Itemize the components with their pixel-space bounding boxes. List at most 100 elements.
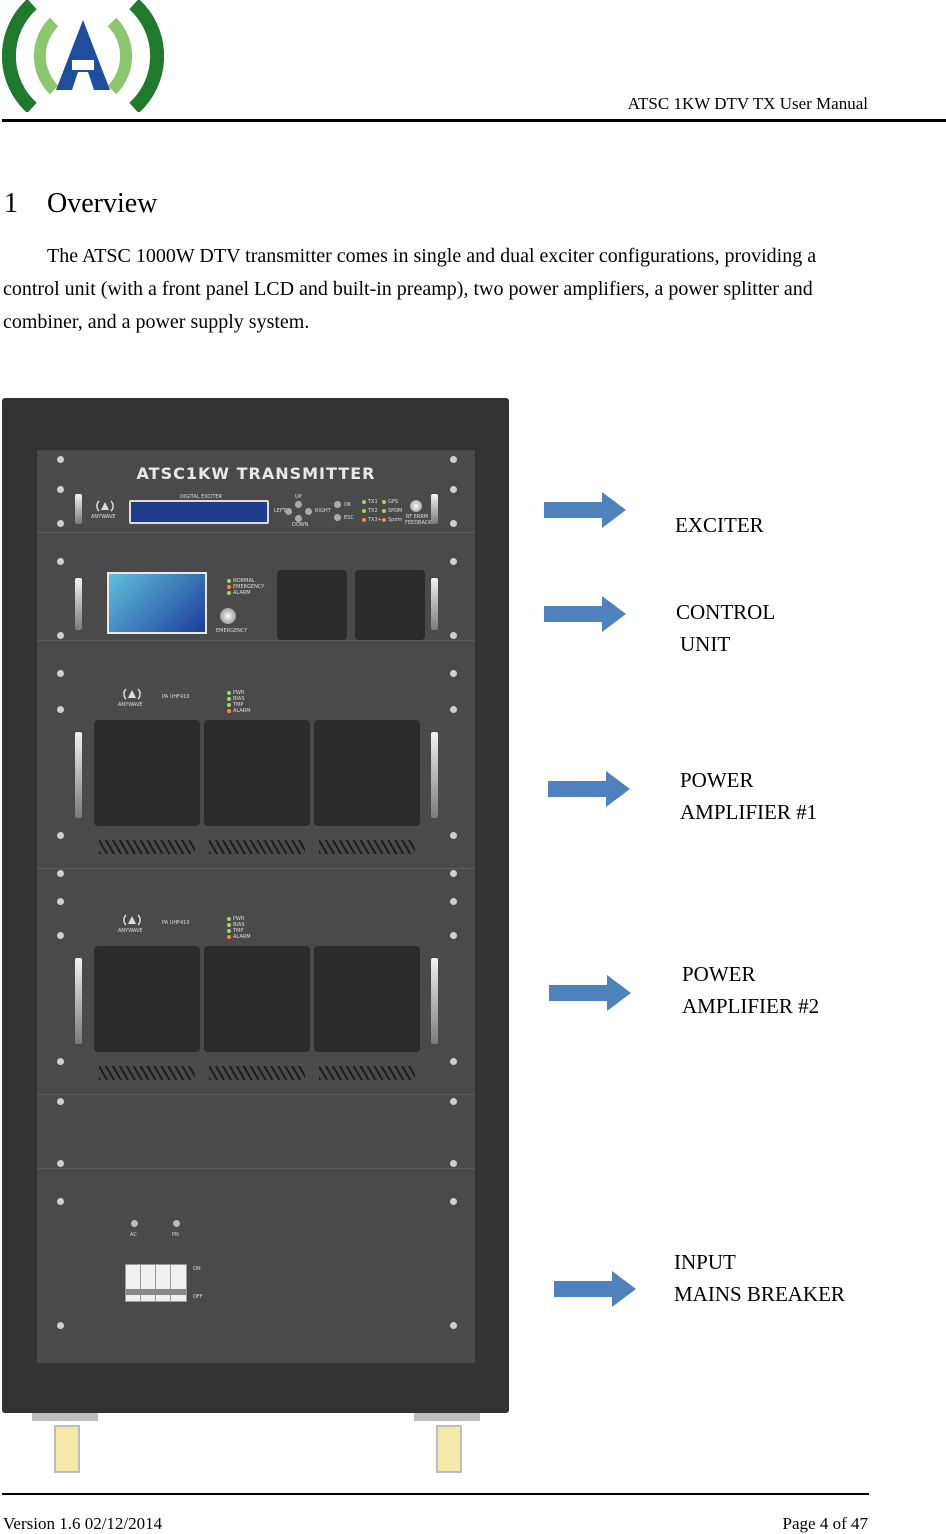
wheel-bracket xyxy=(32,1413,98,1421)
pn-indicator xyxy=(173,1220,180,1227)
nav-right-button[interactable] xyxy=(305,508,312,515)
arrow-right-icon xyxy=(544,492,626,528)
led-label: ALARM xyxy=(233,934,251,940)
arrow-right-icon xyxy=(548,771,630,807)
air-vent xyxy=(209,1066,305,1080)
rack-handle xyxy=(75,578,82,630)
header-rule xyxy=(2,119,946,122)
rf-knob[interactable] xyxy=(410,500,422,512)
led-label: NORMAL xyxy=(233,578,255,584)
ok-label: OK xyxy=(344,502,352,508)
air-vent xyxy=(99,840,195,854)
mains-breaker-switch[interactable] xyxy=(125,1264,187,1302)
fan-grille xyxy=(94,946,200,1052)
esc-button[interactable] xyxy=(334,514,341,521)
transmitter-rack: ATSC1KW TRANSMITTER DIGITAL EXCITER ANYW… xyxy=(2,398,509,1413)
fan-grille xyxy=(204,720,310,826)
led-label: EMERGENCY xyxy=(233,584,265,590)
exciter-label: DIGITAL EXCITER xyxy=(180,494,223,500)
nav-down-label: DOWN xyxy=(292,522,309,528)
led xyxy=(227,935,231,939)
led-label: GPS xyxy=(388,499,399,505)
off-label: OFF xyxy=(193,1294,203,1300)
callout-power-amplifier-1: POWER AMPLIFIER #1 xyxy=(680,768,818,824)
led xyxy=(227,923,231,927)
led-label: TX1 xyxy=(368,499,378,505)
led xyxy=(227,929,231,933)
nav-right-label: RIGHT xyxy=(315,508,331,514)
screw xyxy=(450,632,457,639)
led xyxy=(227,697,231,701)
ok-button[interactable] xyxy=(334,501,341,508)
led-label: TX3+ xyxy=(368,517,382,523)
screw xyxy=(57,1160,64,1167)
brand-icon xyxy=(123,914,141,926)
lcd-screen[interactable] xyxy=(107,572,207,634)
exciter-panel: ATSC1KW TRANSMITTER DIGITAL EXCITER ANYW… xyxy=(37,450,475,533)
footer-page-number: Page 4 of 47 xyxy=(782,1514,868,1533)
wheel-bracket xyxy=(414,1413,480,1421)
blank-panel xyxy=(37,1094,475,1169)
led-label: TMP xyxy=(233,928,244,934)
led xyxy=(382,500,386,504)
air-vent xyxy=(209,840,305,854)
power-amplifier-2-panel: ANYWAVE PA UHF410 PWR BIAS TMP ALARM xyxy=(37,870,475,1095)
screw xyxy=(450,558,457,565)
power-amplifier-1-panel: ANYWAVE PA UHF410 PWR BIAS TMP ALARM xyxy=(37,670,475,869)
pa-model: PA UHF410 xyxy=(162,694,190,700)
emergency-button[interactable] xyxy=(220,608,236,624)
callout-exciter: EXCITER xyxy=(675,513,764,537)
footer-version: Version 1.6 02/12/2014 xyxy=(3,1514,163,1533)
rack-front: ATSC1KW TRANSMITTER DIGITAL EXCITER ANYW… xyxy=(37,450,475,1363)
screw xyxy=(57,1198,64,1205)
brand-icon xyxy=(123,688,141,700)
pn-label: PN xyxy=(172,1232,179,1238)
intro-paragraph: The ATSC 1000W DTV transmitter comes in … xyxy=(3,245,817,333)
screw xyxy=(450,1098,457,1105)
nav-down-button[interactable] xyxy=(295,515,302,522)
led xyxy=(227,585,231,589)
nav-left-button[interactable] xyxy=(285,508,292,515)
screw xyxy=(57,1098,64,1105)
screw xyxy=(450,486,457,493)
screw xyxy=(450,1058,457,1065)
rack-handle xyxy=(431,494,438,524)
screw xyxy=(57,832,64,839)
header-title: ATSC 1KW DTV TX User Manual xyxy=(627,94,868,113)
screw xyxy=(57,932,64,939)
led xyxy=(382,518,386,522)
led xyxy=(227,579,231,583)
screw xyxy=(450,932,457,939)
screw xyxy=(57,456,64,463)
screw xyxy=(57,1322,64,1329)
rack-handle xyxy=(431,958,438,1044)
screw xyxy=(57,632,64,639)
pa-model: PA UHF410 xyxy=(162,920,190,926)
section-number: 1 xyxy=(4,188,18,219)
screw xyxy=(450,670,457,677)
led-label: BIAS xyxy=(233,696,245,702)
led xyxy=(227,591,231,595)
nav-up-button[interactable] xyxy=(295,501,302,508)
fan-grille xyxy=(314,946,420,1052)
ac-label: AC xyxy=(130,1232,137,1238)
control-unit-panel: NORMAL EMERGENCY ALARM EMERGENCY xyxy=(37,558,475,641)
screw xyxy=(57,670,64,677)
led xyxy=(227,703,231,707)
screw xyxy=(57,1058,64,1065)
company-logo xyxy=(2,0,164,112)
led-label: SPDM xyxy=(388,508,403,514)
led-label: PWR xyxy=(233,916,245,922)
air-vent xyxy=(319,1066,415,1080)
led xyxy=(362,518,366,522)
rack-handle xyxy=(75,958,82,1044)
on-label: ON xyxy=(193,1266,201,1272)
screw xyxy=(450,456,457,463)
air-vent xyxy=(99,1066,195,1080)
rf-label: RF ERRM FEEDBACK xyxy=(405,514,432,526)
brand-text: ANYWAVE xyxy=(118,928,143,934)
arrow-right-icon xyxy=(549,975,631,1011)
screw xyxy=(57,520,64,527)
fan-grille xyxy=(94,720,200,826)
